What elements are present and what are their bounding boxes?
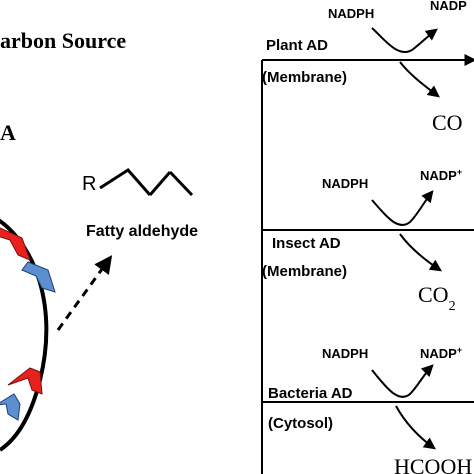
pathway-1-cofactor-arrow bbox=[371, 27, 438, 53]
aldehyde-bonds bbox=[99, 168, 152, 196]
pathway-bacteria: NADPH NADP+ Bacteria AD (Cytosol) HCOOH bbox=[262, 345, 474, 474]
pathway-2-cofactor-in: NADPH bbox=[322, 176, 368, 191]
panel-header: arbon Source bbox=[0, 28, 126, 53]
panel-letter: A bbox=[0, 120, 16, 145]
pathway-3-byproduct-arrow bbox=[395, 405, 436, 450]
pathway-3-enzyme: Bacteria AD bbox=[268, 385, 353, 402]
pathway-3-cofactor-out: NADP+ bbox=[420, 345, 462, 361]
product-arrow bbox=[56, 255, 113, 331]
pathway-2-byproduct: CO2 bbox=[418, 282, 456, 314]
aldehyde-double-bond-1 bbox=[148, 171, 172, 196]
pathway-3-cofactor-arrow bbox=[371, 364, 434, 398]
chevron-red-upper bbox=[0, 227, 31, 261]
pathway-1-byproduct-arrow bbox=[399, 61, 440, 98]
pathway-2-cofactor-arrow bbox=[371, 190, 434, 226]
chevron-blue-lower bbox=[0, 393, 21, 421]
pathway-2-location: (Membrane) bbox=[262, 263, 347, 280]
pathway-2-cofactor-out: NADP+ bbox=[420, 167, 462, 183]
pathway-insect: NADPH NADP+ Insect AD (Membrane) CO2 bbox=[262, 167, 474, 314]
pathway-2-enzyme: Insect AD bbox=[272, 235, 341, 252]
chevron-blue-upper bbox=[21, 261, 56, 293]
product-name: Fatty aldehyde bbox=[86, 223, 198, 240]
pathway-1-enzyme: Plant AD bbox=[266, 37, 328, 54]
aldehyde-double-bond-2 bbox=[168, 170, 194, 197]
pathway-1-cofactor-in: NADPH bbox=[328, 6, 374, 21]
r-group-label: R bbox=[82, 173, 96, 195]
pathway-1-cofactor-out: NADP bbox=[430, 0, 467, 13]
pathway-1-byproduct: CO bbox=[432, 110, 463, 135]
pathway-3-byproduct: HCOOH bbox=[394, 454, 472, 474]
pathway-3-location: (Cytosol) bbox=[268, 415, 333, 432]
pathway-3-cofactor-in: NADPH bbox=[322, 346, 368, 361]
chevron-red-lower bbox=[7, 367, 43, 395]
pathway-plant: NADPH NADP Plant AD (Membrane) CO bbox=[262, 0, 474, 135]
pathway-2-byproduct-arrow bbox=[399, 233, 442, 272]
pathway-1-location: (Membrane) bbox=[262, 69, 347, 86]
